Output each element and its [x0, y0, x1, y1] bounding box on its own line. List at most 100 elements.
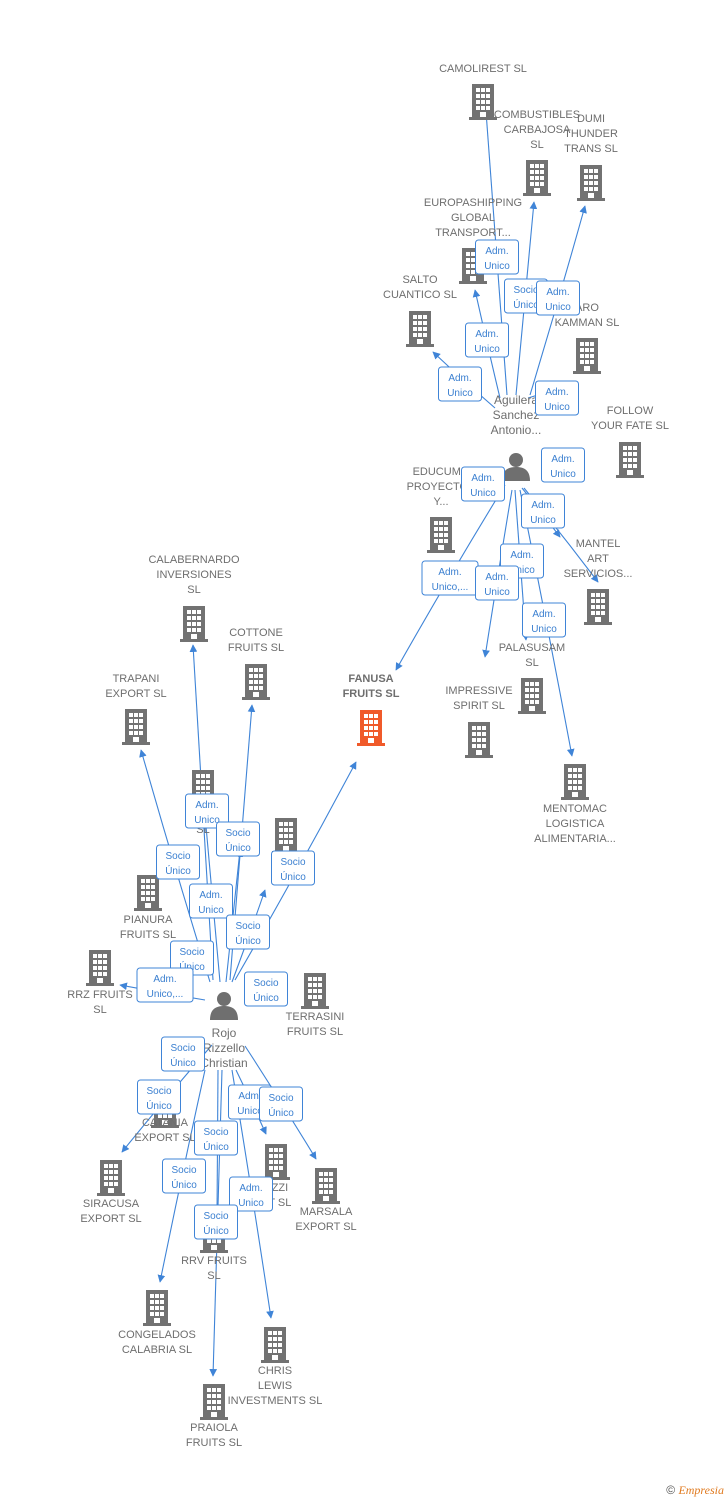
building-icon [262, 1144, 290, 1180]
person-node[interactable]: AguileraSanchezAntonio... [491, 393, 542, 481]
node-label-line: CALABERNARDO [148, 554, 240, 566]
role-badge-box [185, 793, 229, 829]
node-label-line: CARBAJOSA [504, 124, 571, 136]
node-label-line: SALTO [402, 274, 437, 286]
role-badge-box [465, 322, 509, 358]
company-node[interactable]: MENTOMACLOGISTICAALIMENTARIA... [534, 764, 616, 845]
role-badge-text: Único [225, 841, 251, 854]
brand-name[interactable]: Empresia [678, 1483, 724, 1497]
node-label-line: KAMMAN SL [555, 317, 620, 329]
role-badge[interactable]: Adm.Unico [536, 280, 580, 316]
role-badge-text: Unico [531, 624, 557, 635]
role-badge-text: Único [171, 1178, 197, 1191]
node-label-line: SL [187, 584, 200, 596]
company-node[interactable]: EDUCUMOPROYECTOSY... [407, 466, 476, 553]
role-badge-text: Socio [235, 921, 260, 932]
role-badge[interactable]: Adm.Unico [475, 239, 519, 275]
role-badge[interactable]: Adm.Unico [500, 543, 544, 579]
building-icon [180, 606, 208, 642]
node-label-line: ART [587, 553, 609, 565]
company-node[interactable]: DUMI THUNDER TRANS SL [564, 113, 618, 201]
role-badge[interactable]: Adm.Unico [229, 1176, 273, 1212]
node-label-line: RRV FRUITS [181, 1255, 247, 1267]
node-label-line: SL [525, 657, 538, 669]
role-badge[interactable]: Adm.Unico [541, 447, 585, 483]
company-node[interactable]: CAMOLIREST SL [439, 63, 527, 120]
node-label-line: TRANSPORT... [435, 227, 511, 239]
node-label-line: DUMI [577, 113, 605, 125]
role-badge-text: Unico [545, 302, 571, 313]
role-badge-text: Socio [513, 285, 538, 296]
building-icon [261, 1327, 289, 1363]
role-badge-text: Adm. [510, 550, 533, 561]
node-label-line: MENTOMAC [543, 803, 607, 815]
node-label-line: TRANS SL [564, 143, 618, 155]
building-icon [97, 1160, 125, 1196]
role-badge[interactable]: Adm.Unico [475, 565, 519, 601]
role-badge[interactable]: Adm.Unico [535, 380, 579, 416]
node-label-line: EDUCUMO [413, 466, 470, 478]
role-badge-text: Unico [474, 344, 500, 355]
role-badge[interactable]: Adm.Unico [522, 602, 566, 638]
role-badge-text: Unico [470, 488, 496, 499]
company-node[interactable]: MANTELARTSERVICIOS... [564, 538, 633, 625]
role-badge[interactable]: Adm.Unico [465, 322, 509, 358]
building-icon [573, 338, 601, 374]
role-badge-text: Único [253, 991, 279, 1004]
role-badge-box [161, 1036, 205, 1072]
role-badge-text: Unico [194, 815, 220, 826]
role-badge-text: Único [235, 934, 261, 947]
role-badge[interactable]: Adm.Unico [521, 493, 565, 529]
company-node[interactable]: EUROPASHIPPINGGLOBALTRANSPORT... [424, 197, 522, 284]
role-badge-text: Socio [171, 1165, 196, 1176]
role-badge[interactable]: Adm.Unico [189, 883, 233, 919]
node-label-line: Christian [200, 1056, 247, 1070]
building-icon [242, 664, 270, 700]
role-badge-text: Único [203, 1140, 229, 1153]
building-icon [584, 589, 612, 625]
node-label-line: Rojo [212, 1026, 237, 1040]
node-label-line: INVESTMENTS SL [228, 1395, 323, 1407]
role-badge-text: Socio [280, 857, 305, 868]
node-label-line: THUNDER [564, 128, 618, 140]
role-badge[interactable]: Adm.Unico,... [421, 560, 479, 596]
role-badge[interactable]: Adm.Unico [438, 366, 482, 402]
node-label-line: CAMOLIREST SL [439, 63, 527, 75]
role-badge[interactable]: Adm.Unico [461, 466, 505, 502]
role-badge[interactable]: Adm.Unico [185, 793, 229, 829]
role-badge[interactable]: Adm.Unico,... [136, 967, 194, 1003]
role-badge-box [522, 602, 566, 638]
